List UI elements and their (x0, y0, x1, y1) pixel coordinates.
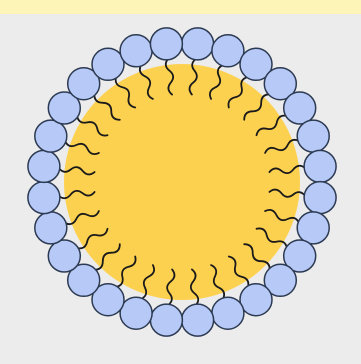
lipid-head (120, 297, 152, 329)
lipid-head (92, 48, 124, 80)
lipid-head (240, 284, 272, 316)
lipid-head (212, 35, 244, 67)
micelle-core (64, 64, 300, 300)
lipid-head (35, 120, 67, 152)
lipid-head (182, 28, 214, 60)
lipid-head (35, 212, 67, 244)
lipid-head (182, 304, 214, 336)
lipid-head (304, 182, 336, 214)
lipid-head (120, 35, 152, 67)
lipid-head (150, 304, 182, 336)
lipid-head (48, 240, 80, 272)
lipid-head (28, 182, 60, 214)
lipid-head (212, 297, 244, 329)
lipid-head (28, 150, 60, 182)
lipid-head (297, 212, 329, 244)
lipid-head (297, 120, 329, 152)
lipid-head (284, 92, 316, 124)
lipid-head (150, 28, 182, 60)
lipid-head (304, 150, 336, 182)
